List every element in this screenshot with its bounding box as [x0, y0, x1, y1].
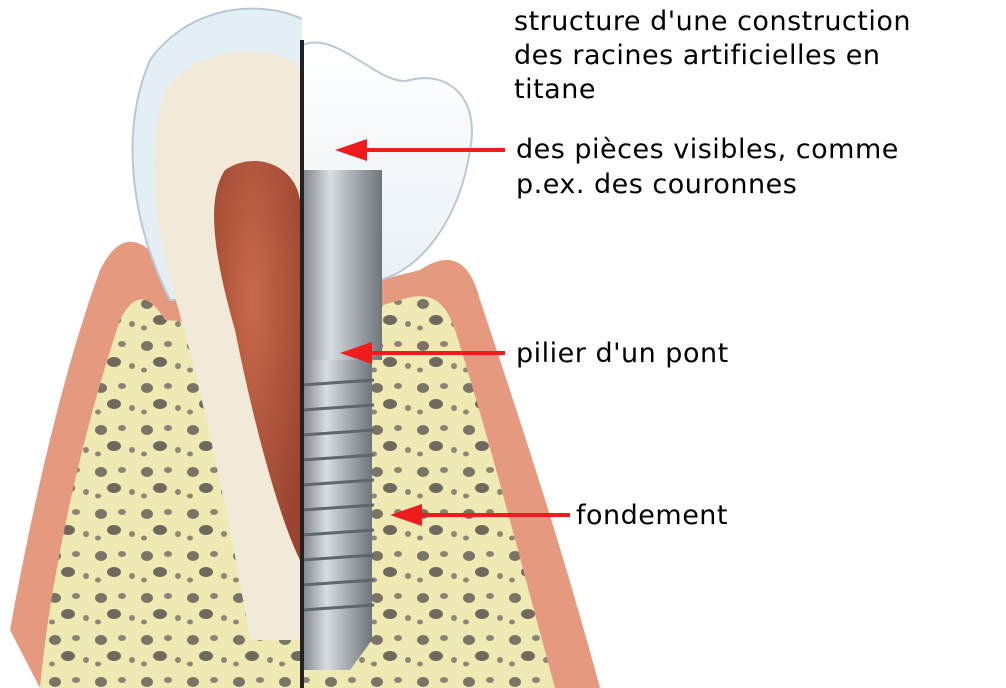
implant-abutment	[302, 170, 382, 360]
crown-label: des pièces visibles, comme	[516, 134, 899, 166]
crown-label: p.ex. des couronnes	[516, 169, 797, 201]
diagram-title-line: structure d'une construction	[514, 6, 911, 38]
diagram-title-line: titane	[514, 74, 596, 106]
pillar-label: pilier d'un pont	[516, 338, 729, 370]
diagram-title-line: des racines artificielles en	[514, 40, 880, 72]
base-label: fondement	[576, 500, 728, 532]
